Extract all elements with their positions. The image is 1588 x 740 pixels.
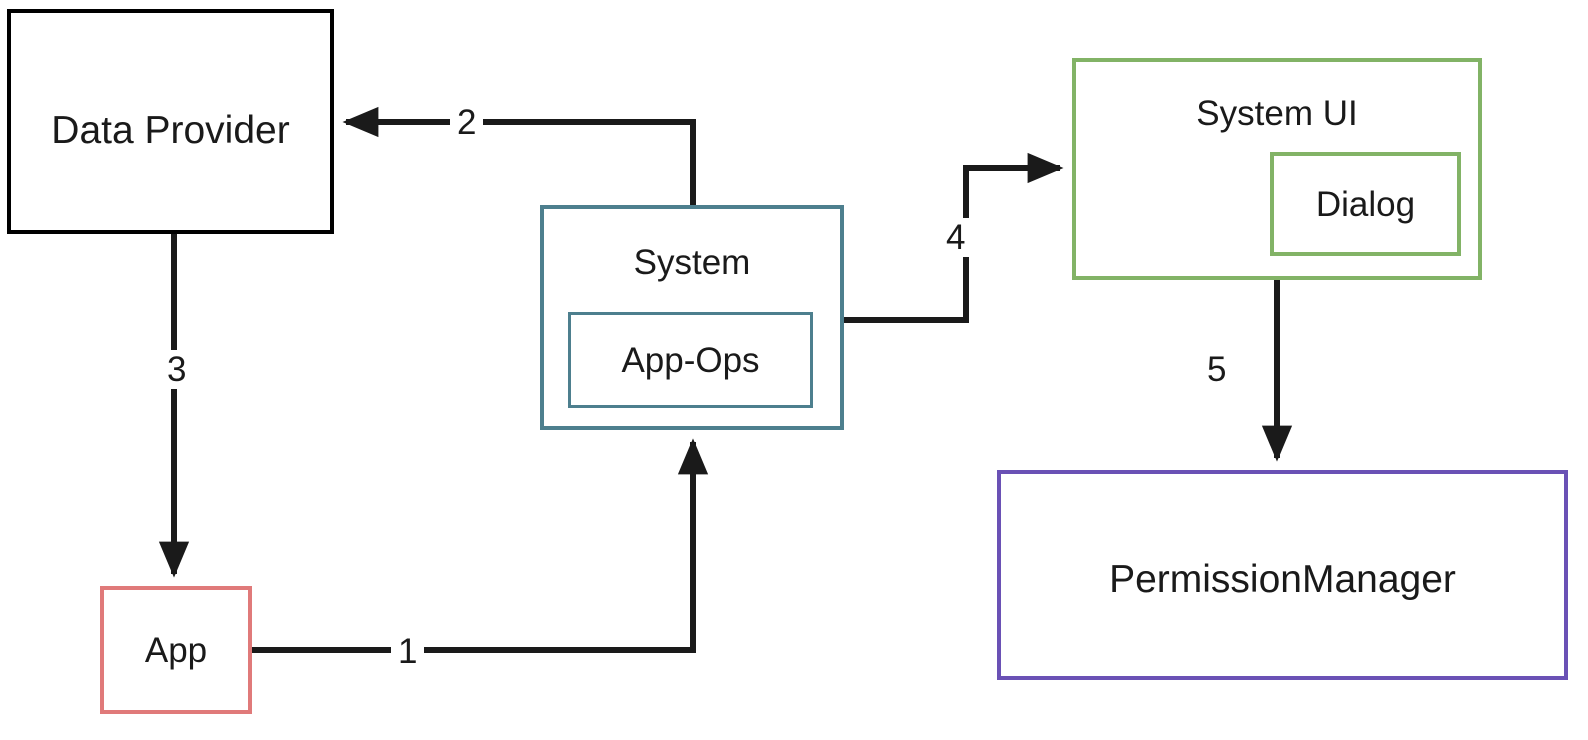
node-system-ui-label: System UI — [1196, 94, 1358, 133]
edge-label-4: 4 — [939, 218, 973, 257]
node-app-ops[interactable]: App-Ops — [568, 312, 813, 408]
node-permission-manager-label: PermissionManager — [1109, 558, 1456, 601]
node-app-label: App — [144, 631, 208, 670]
node-app[interactable]: App — [100, 586, 252, 714]
edge-label-5: 5 — [1200, 350, 1234, 389]
node-permission-manager[interactable]: PermissionManager — [997, 470, 1568, 680]
edge-2-connector[interactable] — [342, 106, 696, 205]
node-dialog[interactable]: Dialog — [1270, 152, 1461, 256]
edge-1-connector[interactable] — [252, 438, 709, 653]
node-system-label: System — [633, 243, 751, 282]
edge-label-1: 1 — [391, 632, 425, 671]
node-dialog-label: Dialog — [1315, 185, 1416, 224]
edge-label-3: 3 — [160, 350, 194, 389]
node-data-provider-label: Data Provider — [51, 109, 290, 152]
node-app-ops-label: App-Ops — [621, 341, 760, 380]
node-data-provider[interactable]: Data Provider — [7, 9, 334, 234]
edge-label-2: 2 — [450, 103, 484, 142]
